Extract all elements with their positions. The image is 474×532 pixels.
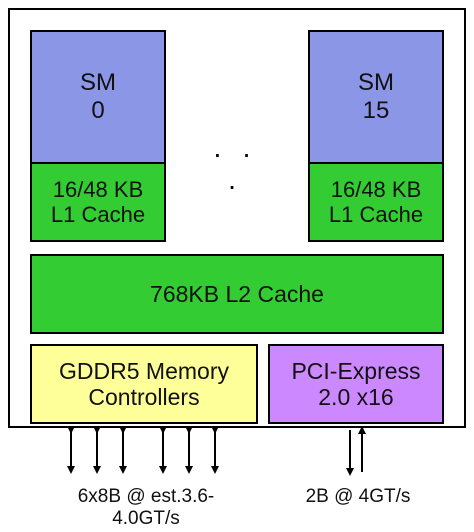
sm-15-block: SM 15 (308, 30, 444, 164)
memory-bus-caption-line1: 6x8B @ est.3.6- (77, 486, 215, 507)
memory-bus-caption: 6x8B @ est.3.6- 4.0GT/s (58, 486, 234, 530)
sm-0-label: SM (80, 69, 116, 97)
sm-15-label: SM (358, 69, 394, 97)
pci-bus-caption: 2B @ 4GT/s (305, 486, 411, 507)
l2-cache-block: 768KB L2 Cache (30, 254, 444, 334)
pci-express-block: PCI-Express 2.0 x16 (268, 344, 444, 424)
memory-controllers-block: GDDR5 Memory Controllers (30, 344, 258, 424)
l1-cache-left-block: 16/48 KB L1 Cache (30, 162, 166, 242)
sm-ellipsis: · · · (212, 138, 258, 201)
sm-0-block: SM 0 (30, 30, 166, 164)
pci-express-line1: PCI-Express (291, 357, 421, 384)
memory-controllers-line1: GDDR5 Memory (59, 357, 229, 384)
sm-15-index: 15 (362, 97, 390, 124)
sm-0-index: 0 (91, 97, 105, 124)
l2-cache-label: 768KB L2 Cache (150, 280, 324, 307)
l1-cache-right-block: 16/48 KB L1 Cache (308, 162, 444, 242)
l1-cache-left-size: 16/48 KB (52, 176, 144, 202)
memory-controllers-line2: Controllers (88, 384, 200, 410)
l1-cache-right-label: L1 Cache (328, 202, 424, 227)
l1-cache-right-size: 16/48 KB (330, 176, 422, 202)
l1-cache-left-label: L1 Cache (50, 202, 146, 227)
memory-bus-caption-line2: 4.0GT/s (112, 507, 180, 529)
pci-express-line2: 2.0 x16 (318, 384, 394, 410)
